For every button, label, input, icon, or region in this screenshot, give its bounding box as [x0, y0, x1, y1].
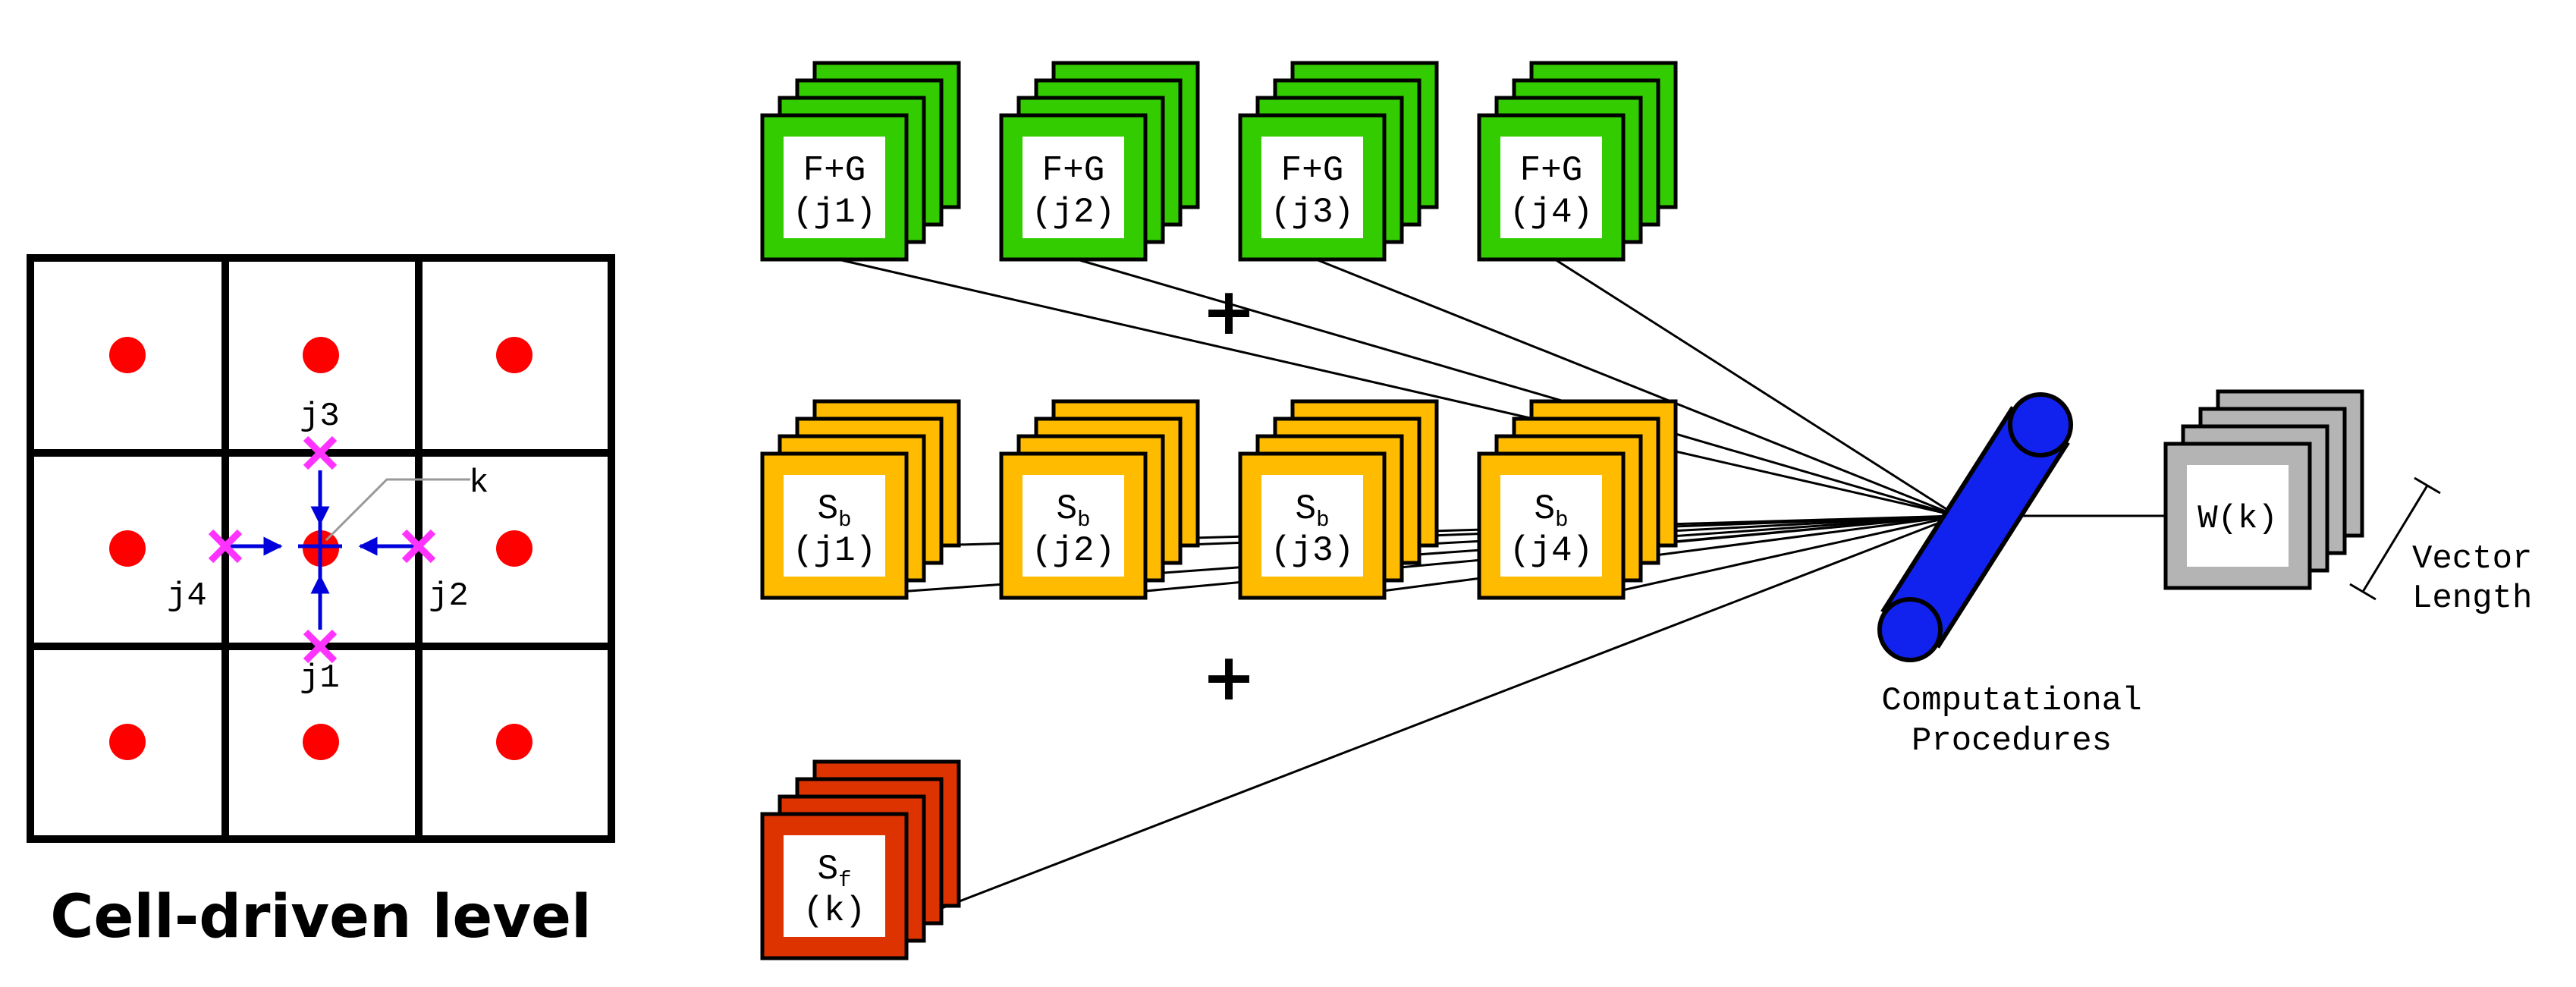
stack-label-box: [1261, 475, 1363, 577]
flux-stack-name: F+G: [1281, 151, 1344, 190]
flux-stack-4: F+G(j4): [1477, 61, 1678, 262]
flux-stack-3: F+G(j3): [1238, 61, 1439, 262]
boundary-stack-index: (j3): [1271, 531, 1354, 571]
connection-line: [906, 514, 1958, 923]
face-point-j4: [208, 529, 243, 564]
stack-label-box: [1500, 137, 1602, 238]
label-k: k: [469, 464, 488, 502]
boundary-stack-name: Sb: [1056, 489, 1090, 533]
boundary-stack-name: Sb: [1295, 489, 1329, 533]
cell-center-dot: [109, 724, 146, 760]
boundary-stack-name: Sb: [1534, 489, 1568, 533]
procedure-label-line1: Computational: [1881, 682, 2141, 720]
stack-label-box: [784, 475, 885, 577]
flux-stack-index: (j4): [1509, 193, 1593, 232]
boundary-stack-index: (j4): [1509, 531, 1593, 571]
label-j1: j1: [300, 659, 340, 697]
grid-caption: Cell-driven level: [50, 883, 592, 951]
cell-center-dot: [109, 337, 146, 373]
result-stack: W(k): [2163, 389, 2364, 590]
data-stacks: F+G(j1)F+G(j2)F+G(j3)F+G(j4)Sb(j1)Sb(j2)…: [760, 61, 2364, 960]
vector-length-line1: Vector: [2412, 540, 2532, 578]
connection-line: [1076, 258, 1958, 517]
stack-label-box: [1500, 475, 1602, 577]
face-stack: Sf(k): [760, 759, 961, 960]
label-j2: j2: [429, 577, 469, 615]
vector-length-line2: Length: [2412, 580, 2532, 618]
boundary-stack-index: (j1): [793, 531, 876, 571]
cell-center-dot: [109, 530, 146, 567]
boundary-stack-index: (j2): [1032, 531, 1115, 571]
cell-center-dot: [303, 724, 339, 760]
result-stack-label: W(k): [2197, 500, 2278, 538]
flux-stack-index: (j2): [1032, 193, 1115, 232]
cell-center-dot: [496, 530, 532, 567]
stack-label-box: [1023, 475, 1124, 577]
flux-stack-name: F+G: [803, 151, 866, 190]
label-j3: j3: [300, 398, 340, 435]
flux-stack-index: (j3): [1271, 193, 1354, 232]
stack-label-box: [784, 835, 885, 937]
flux-stack-index: (j1): [793, 193, 876, 232]
vector-length-indicator: Vector Length: [2349, 476, 2532, 618]
boundary-stack-name: Sb: [817, 489, 851, 533]
stack-label-box: [2187, 465, 2289, 567]
connection-line: [1623, 514, 1958, 548]
face-stack-index: (k): [803, 891, 866, 931]
plus-sign: +: [1202, 274, 1256, 350]
flux-stack-1: F+G(j1): [760, 61, 961, 262]
cell-center-dot: [496, 724, 532, 760]
flux-stack-name: F+G: [1042, 151, 1105, 190]
connection-line: [1376, 514, 1958, 593]
flux-stack-2: F+G(j2): [999, 61, 1200, 262]
cell-center-dot: [496, 337, 532, 373]
face-point-j3: [303, 435, 338, 470]
boundary-stack-3: Sb(j3): [1238, 399, 1439, 600]
label-j4: j4: [167, 577, 207, 615]
cell-grid: k j3 j4 j2 j1 Cell-driven level: [27, 254, 615, 951]
connection-line: [1554, 258, 1958, 517]
plus-sign: +: [1202, 640, 1256, 715]
computational-procedure-cylinder: Computational Procedures: [1877, 392, 2142, 760]
connection-line: [837, 258, 1958, 517]
grid-border: [27, 254, 615, 843]
k-leader-line: [325, 478, 470, 542]
connection-line: [1315, 258, 1958, 517]
cell-center-dot: [303, 337, 339, 373]
face-point-j2: [401, 529, 436, 564]
stack-label-box: [1023, 137, 1124, 238]
boundary-stack-4: Sb(j4): [1477, 399, 1678, 600]
procedure-label-line2: Procedures: [1912, 722, 2112, 760]
stack-label-box: [784, 137, 885, 238]
boundary-stack-2: Sb(j2): [999, 399, 1200, 600]
face-stack-name: Sf: [817, 850, 851, 893]
connection-line: [1615, 514, 1958, 593]
boundary-stack-1: Sb(j1): [760, 399, 961, 600]
flux-stack-name: F+G: [1520, 151, 1583, 190]
face-point-j1: [303, 629, 338, 664]
stack-label-box: [1261, 137, 1363, 238]
